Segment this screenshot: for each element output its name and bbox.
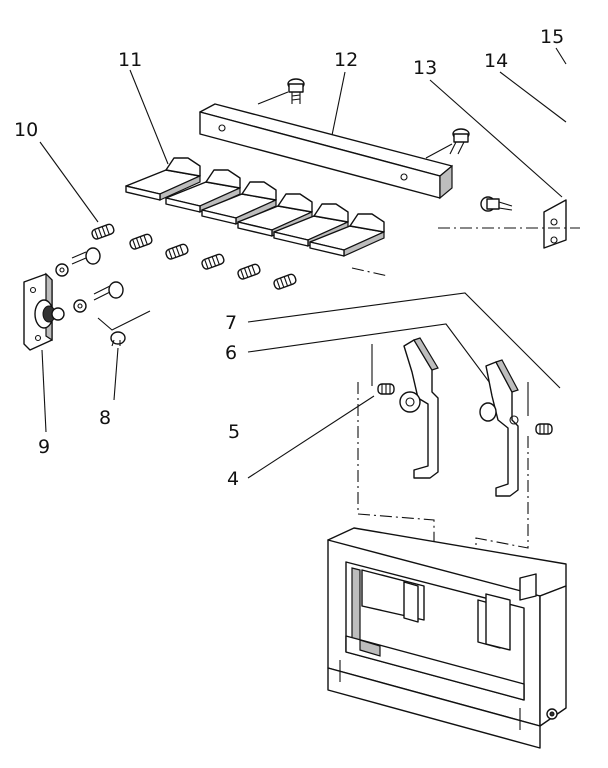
leader-8b xyxy=(97,310,151,331)
callout-14: 14 xyxy=(484,50,508,72)
latch-lever-right xyxy=(479,359,519,497)
part-9-bracket xyxy=(23,272,65,351)
spring-icon xyxy=(535,423,553,435)
callout-12: 12 xyxy=(334,49,358,71)
leader-12 xyxy=(329,71,346,146)
latch-lever-left xyxy=(399,337,439,479)
clip xyxy=(201,181,277,225)
callout-15: 15 xyxy=(540,26,564,48)
leader-13 xyxy=(429,79,563,198)
screw-icon xyxy=(71,247,101,265)
leader-6 xyxy=(247,323,511,411)
main-frame xyxy=(327,527,567,749)
part-12-plate xyxy=(199,78,470,200)
spring-icon xyxy=(237,263,261,280)
screw-icon xyxy=(480,196,513,212)
callout-7: 7 xyxy=(225,312,237,334)
callout-9: 9 xyxy=(38,436,50,458)
callout-4: 4 xyxy=(227,468,239,490)
spring-icon xyxy=(91,223,115,240)
screw-icon xyxy=(449,128,470,155)
callout-6: 6 xyxy=(225,342,237,364)
screw-icon xyxy=(110,331,126,347)
callout-13: 13 xyxy=(413,57,437,79)
leader-10 xyxy=(39,141,99,223)
spring-icon xyxy=(201,253,225,270)
springs xyxy=(91,223,297,290)
leader-9 xyxy=(41,349,47,433)
clip xyxy=(309,213,385,257)
callout-8: 8 xyxy=(99,407,111,429)
spring-icon xyxy=(377,383,395,395)
spring-icon xyxy=(129,233,153,250)
screw-icon xyxy=(93,281,124,301)
callout-11: 11 xyxy=(118,49,142,71)
washer-icon xyxy=(55,263,69,277)
assembly-lines xyxy=(351,227,580,560)
leader-14 xyxy=(499,71,567,123)
clip xyxy=(165,169,241,213)
leader-lines xyxy=(39,47,567,479)
leader-7 xyxy=(247,292,561,389)
callout-5: 5 xyxy=(228,421,240,443)
part-11-clips xyxy=(125,157,385,257)
leader-11 xyxy=(129,69,169,165)
washer-icon xyxy=(73,299,87,313)
spring-icon xyxy=(165,243,189,260)
leader-15 xyxy=(555,47,567,65)
leader-8 xyxy=(113,347,119,401)
clip xyxy=(125,157,201,201)
part-13-bracket xyxy=(543,199,567,249)
callout-10: 10 xyxy=(14,119,38,141)
screw-icon xyxy=(287,78,305,104)
leader-4 xyxy=(247,395,375,479)
spring-icon xyxy=(273,273,297,290)
